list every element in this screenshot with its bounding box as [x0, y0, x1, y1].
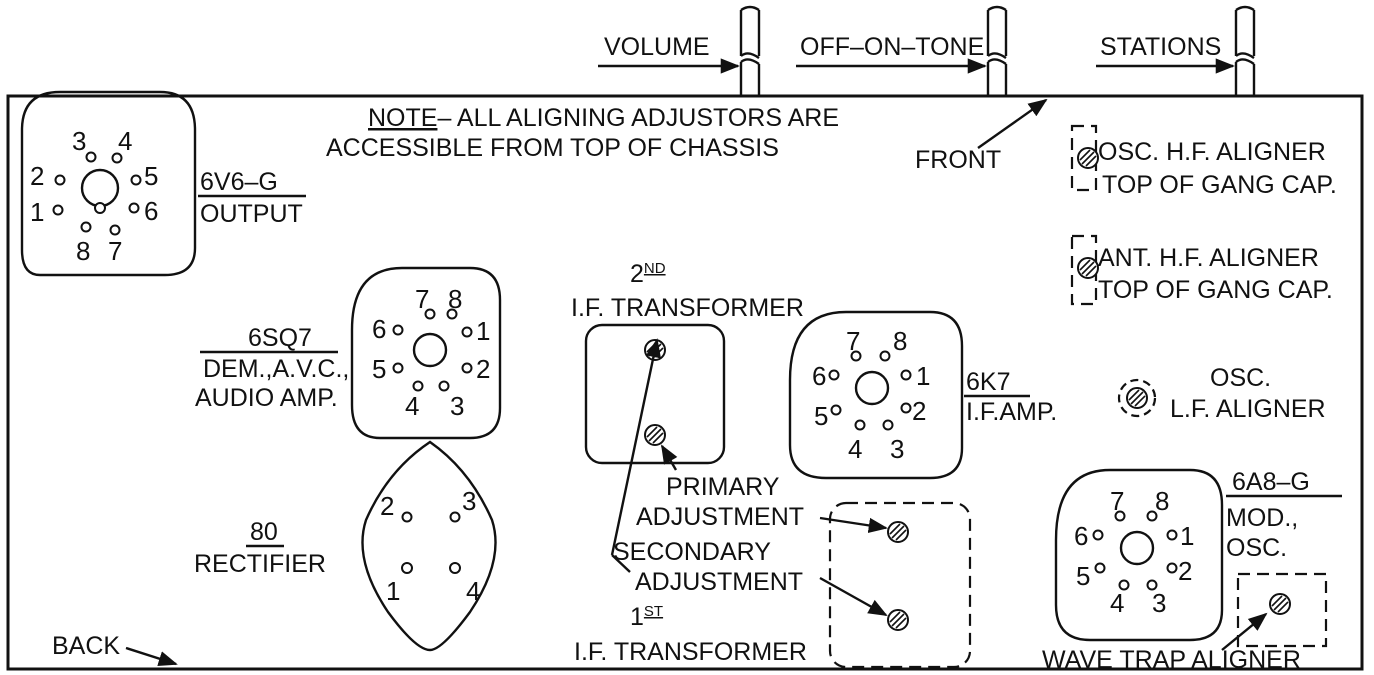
svg-text:8: 8 — [76, 236, 90, 266]
chassis-outline — [6, 94, 1364, 671]
primary-label-1: PRIMARY — [666, 473, 780, 501]
primary-label-2: ADJUSTMENT — [636, 503, 804, 531]
if2-label: I.F. TRANSFORMER — [571, 294, 804, 322]
svg-text:5: 5 — [1076, 561, 1090, 591]
svg-text:6: 6 — [144, 196, 158, 226]
svg-text:4: 4 — [1110, 588, 1124, 618]
stations-label: STATIONS — [1100, 33, 1221, 61]
tube-80-type: 80 — [250, 518, 278, 546]
svg-text:8: 8 — [448, 284, 462, 314]
svg-text:1: 1 — [30, 197, 44, 227]
off-on-tone-shaft — [986, 5, 1008, 96]
tube-6k7-function: I.F.AMP. — [966, 398, 1057, 426]
svg-text:1: 1 — [386, 576, 400, 606]
secondary-label-2: ADJUSTMENT — [635, 568, 803, 596]
tube-6a8g: 1 2 3 4 5 6 7 8 — [1054, 468, 1224, 642]
svg-text:2: 2 — [1178, 556, 1192, 586]
svg-text:3: 3 — [450, 391, 464, 421]
svg-text:3: 3 — [72, 126, 86, 156]
if1-can — [828, 501, 972, 669]
svg-text:7: 7 — [415, 284, 429, 314]
svg-text:3: 3 — [1152, 588, 1166, 618]
svg-text:2: 2 — [380, 491, 394, 521]
osc-hf-label-1: OSC. H.F. ALIGNER — [1098, 138, 1326, 166]
osc-lf-label-1: OSC. — [1210, 364, 1271, 392]
svg-text:1: 1 — [476, 316, 490, 346]
if2-can — [584, 323, 726, 465]
if1-label: I.F. TRANSFORMER — [574, 638, 807, 666]
svg-text:3: 3 — [890, 434, 904, 464]
tube-6a8g-function-2: OSC. — [1226, 534, 1287, 562]
svg-text:4: 4 — [848, 434, 862, 464]
tube-6a8g-type: 6A8–G — [1232, 468, 1310, 496]
stations-shaft — [1234, 5, 1256, 96]
tube-6k7: 1 2 3 4 5 6 7 8 — [788, 310, 964, 480]
if1-primary-screw-icon[interactable] — [887, 521, 909, 543]
volume-label: VOLUME — [604, 33, 710, 61]
svg-text:6: 6 — [372, 314, 386, 344]
note-text-1: – ALL ALIGNING ADJUSTORS ARE — [437, 104, 839, 132]
if1-ordinal: 1ST — [630, 603, 663, 631]
svg-text:5: 5 — [814, 401, 828, 431]
tube-80-function: RECTIFIER — [194, 550, 326, 578]
note-line-1: NOTE– ALL ALIGNING ADJUSTORS ARE — [368, 104, 839, 132]
osc-hf-aligner-screw-icon[interactable] — [1077, 147, 1099, 169]
svg-text:3: 3 — [462, 486, 476, 516]
if2-ordinal: 2ND — [630, 260, 666, 288]
osc-hf-aligner-box — [1070, 124, 1098, 192]
secondary-label-1: SECONDARY — [613, 538, 771, 566]
tube-6sq7-type: 6SQ7 — [248, 324, 312, 352]
svg-text:4: 4 — [405, 391, 419, 421]
tube-6k7-type: 6K7 — [966, 368, 1010, 396]
wave-trap-box — [1236, 572, 1328, 648]
svg-text:4: 4 — [118, 126, 132, 156]
svg-text:5: 5 — [144, 161, 158, 191]
svg-text:2: 2 — [476, 354, 490, 384]
ant-hf-label-2: TOP OF GANG CAP. — [1098, 276, 1333, 304]
ant-hf-label-1: ANT. H.F. ALIGNER — [1098, 244, 1319, 272]
svg-text:5: 5 — [372, 354, 386, 384]
tube-80: 2 3 1 4 — [361, 440, 497, 652]
tube-6v6g-function: OUTPUT — [200, 200, 303, 228]
back-label: BACK — [52, 632, 120, 660]
ant-hf-aligner-screw-icon[interactable] — [1077, 257, 1099, 279]
svg-text:8: 8 — [893, 326, 907, 356]
osc-lf-aligner-icon[interactable] — [1117, 378, 1157, 418]
off-on-tone-label: OFF–ON–TONE — [800, 33, 984, 61]
svg-text:7: 7 — [108, 236, 122, 266]
tube-6a8g-function-1: MOD., — [1226, 504, 1298, 532]
svg-text:6: 6 — [1074, 521, 1088, 551]
volume-shaft — [739, 5, 761, 96]
svg-text:7: 7 — [1110, 486, 1124, 516]
front-label: FRONT — [915, 146, 1001, 174]
if1-secondary-screw-icon[interactable] — [887, 609, 909, 631]
svg-text:7: 7 — [846, 326, 860, 356]
wave-trap-label: WAVE TRAP ALIGNER — [1042, 646, 1301, 674]
if2-primary-screw-icon[interactable] — [644, 424, 666, 446]
svg-text:2: 2 — [30, 161, 44, 191]
osc-lf-label-2: L.F. ALIGNER — [1170, 395, 1326, 423]
osc-hf-label-2: TOP OF GANG CAP. — [1102, 171, 1337, 199]
tube-6v6g-type: 6V6–G — [200, 168, 278, 196]
svg-text:1: 1 — [916, 361, 930, 391]
tube-6sq7: 1 2 3 4 5 6 7 8 — [350, 266, 502, 440]
svg-text:1: 1 — [1180, 521, 1194, 551]
svg-text:8: 8 — [1155, 486, 1169, 516]
svg-text:2: 2 — [912, 396, 926, 426]
svg-text:4: 4 — [466, 576, 480, 606]
wave-trap-screw-icon[interactable] — [1269, 593, 1291, 615]
tube-6v6g: 1 2 3 4 5 6 7 8 — [20, 90, 197, 277]
tube-6sq7-function-1: DEM.,A.V.C., — [203, 355, 349, 383]
note-prefix: NOTE — [368, 104, 437, 132]
tube-6sq7-function-2: AUDIO AMP. — [195, 384, 338, 412]
note-line-2: ACCESSIBLE FROM TOP OF CHASSIS — [326, 134, 779, 162]
svg-text:6: 6 — [812, 361, 826, 391]
